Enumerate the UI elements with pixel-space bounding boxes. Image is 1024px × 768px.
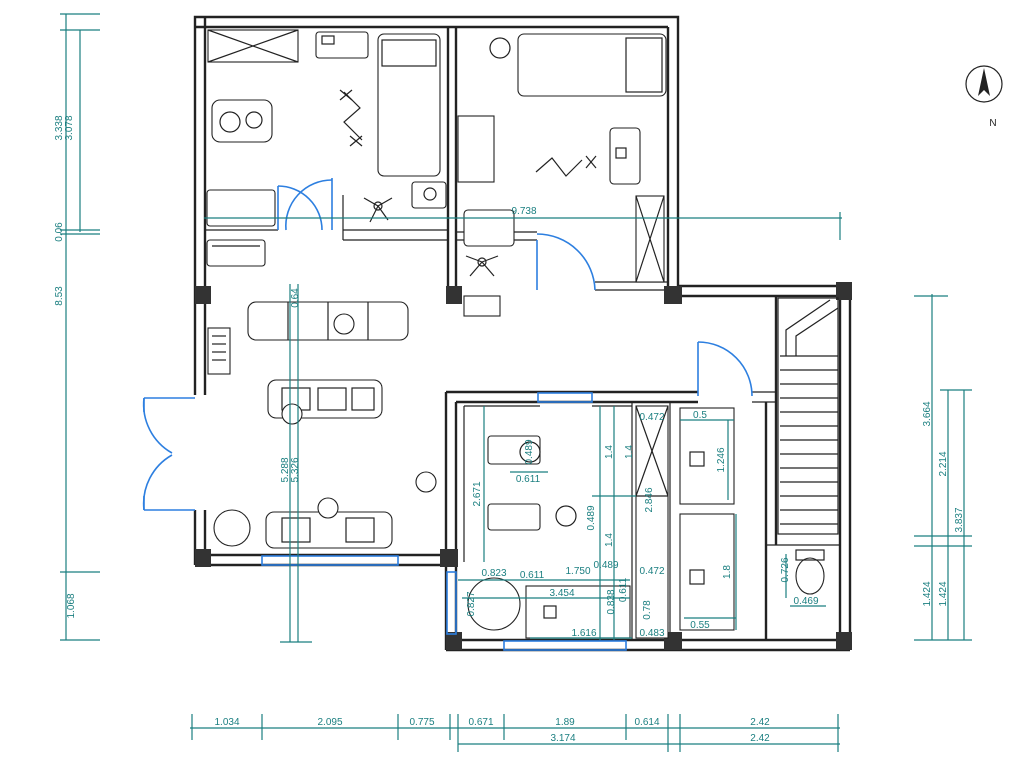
bottom-dimensions: 1.034 2.095 0.775 0.671 1.89 0.614 2.42 … (190, 714, 840, 752)
columns (195, 282, 852, 650)
sink-counter (411, 181, 447, 209)
washing-unit (463, 295, 501, 317)
north-label: N (989, 118, 996, 129)
dim-3454: 3.454 (549, 588, 574, 599)
dim-left-3338: 3.338 (54, 115, 65, 140)
dim-0472b: 0.472 (639, 566, 664, 577)
dim-left-006: 0.06 (54, 222, 65, 242)
north-compass: N (965, 65, 1003, 129)
dim-bottom-0775: 0.775 (409, 717, 434, 728)
dim-bottom-242a: 2.42 (750, 717, 770, 728)
dim-0611a: 0.611 (516, 474, 541, 485)
person-seated-a (333, 313, 355, 335)
dim-0472a: 0.472 (639, 412, 664, 423)
dental-chair (211, 99, 273, 143)
desk-unit-b (206, 239, 266, 267)
dim-0780: 0.78 (642, 600, 653, 620)
dim-bottom-242b: 2.42 (750, 733, 770, 744)
dim-0827: 0.827 (466, 591, 477, 616)
wheelchair (463, 209, 515, 247)
dim-1616: 1.616 (571, 628, 596, 639)
cabinet-small (525, 585, 631, 639)
right-dimensions: 3.664 2.214 3.837 1.424 1.424 (914, 294, 972, 641)
dim-living-a: 5.288 (280, 457, 291, 482)
dim-right-3664: 3.664 (922, 401, 933, 426)
dim-living-b: 5.326 (290, 457, 301, 482)
dim-top-span: 9.738 (511, 206, 536, 217)
desk-unit-a (206, 189, 276, 227)
waiting-area (207, 301, 437, 549)
person-seated-b (281, 403, 303, 425)
doors (142, 178, 753, 651)
dim-0483: 0.483 (639, 628, 664, 639)
dim-0726: 0.726 (780, 557, 791, 582)
dim-right-2214: 2.214 (938, 451, 949, 476)
dim-0469: 0.469 (793, 596, 818, 607)
equipment-unit (315, 31, 369, 59)
dim-1750: 1.750 (565, 566, 590, 577)
left-dimensions: 3.338 3.078 0.06 8.53 1.068 (54, 13, 100, 641)
dim-living-c: 0.64 (290, 288, 301, 308)
dim-bottom-0671: 0.671 (468, 717, 493, 728)
radiator (207, 327, 231, 375)
dim-left-853: 8.53 (54, 286, 65, 306)
room-upper-right (457, 33, 667, 317)
dim-bottom-0614: 0.614 (634, 717, 659, 728)
interior-dimensions: 9.738 5.288 5.326 0.64 2.671 0.611 0.489… (204, 206, 842, 643)
sink-a (679, 407, 735, 505)
dim-0611c: 0.611 (618, 577, 629, 602)
bed-right (517, 33, 667, 97)
round-table (467, 577, 521, 631)
dim-right-1424a: 1.424 (922, 581, 933, 606)
dim-left-1068: 1.068 (66, 593, 77, 618)
dim-1246: 1.246 (716, 447, 727, 472)
dim-bottom-2095: 2.095 (317, 717, 342, 728)
dim-1-4c: 1.4 (604, 533, 615, 547)
staircase (777, 297, 839, 535)
dim-0823: 0.823 (481, 568, 506, 579)
tall-cabinet (457, 115, 495, 183)
dim-right-1424b: 1.424 (938, 581, 949, 606)
room-lower (467, 405, 825, 639)
dim-right-3837: 3.837 (954, 507, 965, 532)
dim-bottom-1034: 1.034 (214, 717, 239, 728)
dim-0838: 0.838 (606, 589, 617, 614)
walls (193, 15, 852, 652)
dim-0489a: 0.489 (524, 439, 535, 464)
dim-left-3078: 3.078 (64, 115, 75, 140)
dim-room-height: 2.671 (472, 481, 483, 506)
dim-0489c: 0.489 (593, 560, 618, 571)
sink-b (679, 513, 735, 631)
dim-bottom-3174: 3.174 (550, 733, 575, 744)
dim-1800: 1.8 (722, 565, 733, 579)
toilet (795, 557, 825, 595)
dim-0550: 0.55 (690, 620, 710, 631)
room-upper-left (206, 29, 447, 267)
person-standing (415, 471, 437, 493)
plant (213, 509, 251, 547)
dim-0611b: 0.611 (520, 570, 545, 581)
desk-station-b (487, 503, 541, 531)
dim-0500: 0.5 (693, 410, 707, 421)
shelving (635, 405, 669, 639)
dim-2846: 2.846 (644, 487, 655, 512)
dim-0489b: 0.489 (586, 505, 597, 530)
dim-1-4b: 1.4 (624, 445, 635, 459)
person-seated-c (317, 497, 339, 519)
bed-left (377, 33, 441, 177)
device-box (609, 127, 641, 185)
dim-bottom-189: 1.89 (555, 717, 575, 728)
dim-1-4a: 1.4 (604, 445, 615, 459)
